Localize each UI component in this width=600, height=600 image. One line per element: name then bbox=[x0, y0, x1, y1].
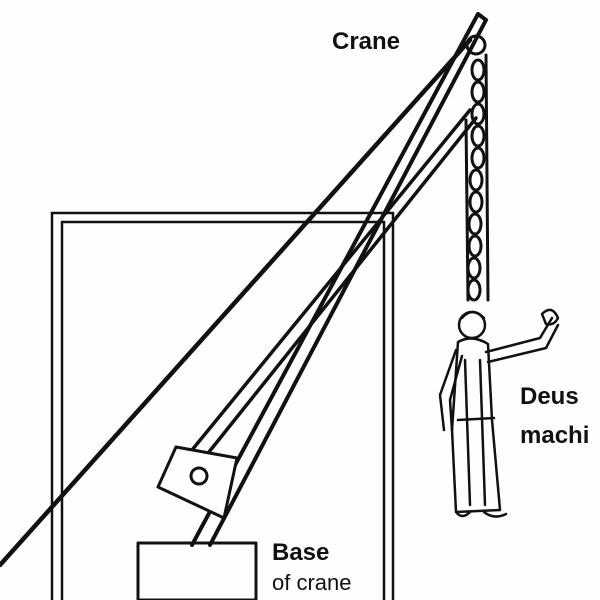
guy-rope bbox=[0, 37, 473, 568]
crane-label: Crane bbox=[332, 28, 401, 55]
scaffold-frame bbox=[50, 211, 395, 600]
crane-base-block bbox=[136, 541, 258, 600]
winch-rope bbox=[190, 108, 478, 459]
deus-label-line2: machi bbox=[520, 422, 590, 449]
deus-figure bbox=[438, 308, 560, 518]
crane-boom bbox=[190, 12, 488, 547]
deus-label-line1: Deus bbox=[520, 383, 579, 410]
top-pulley bbox=[465, 34, 487, 56]
winch-plate bbox=[156, 445, 239, 520]
hanging-chain bbox=[464, 53, 490, 302]
base-label-line1: Base bbox=[272, 539, 330, 566]
base-label-line2: of crane bbox=[272, 570, 352, 595]
